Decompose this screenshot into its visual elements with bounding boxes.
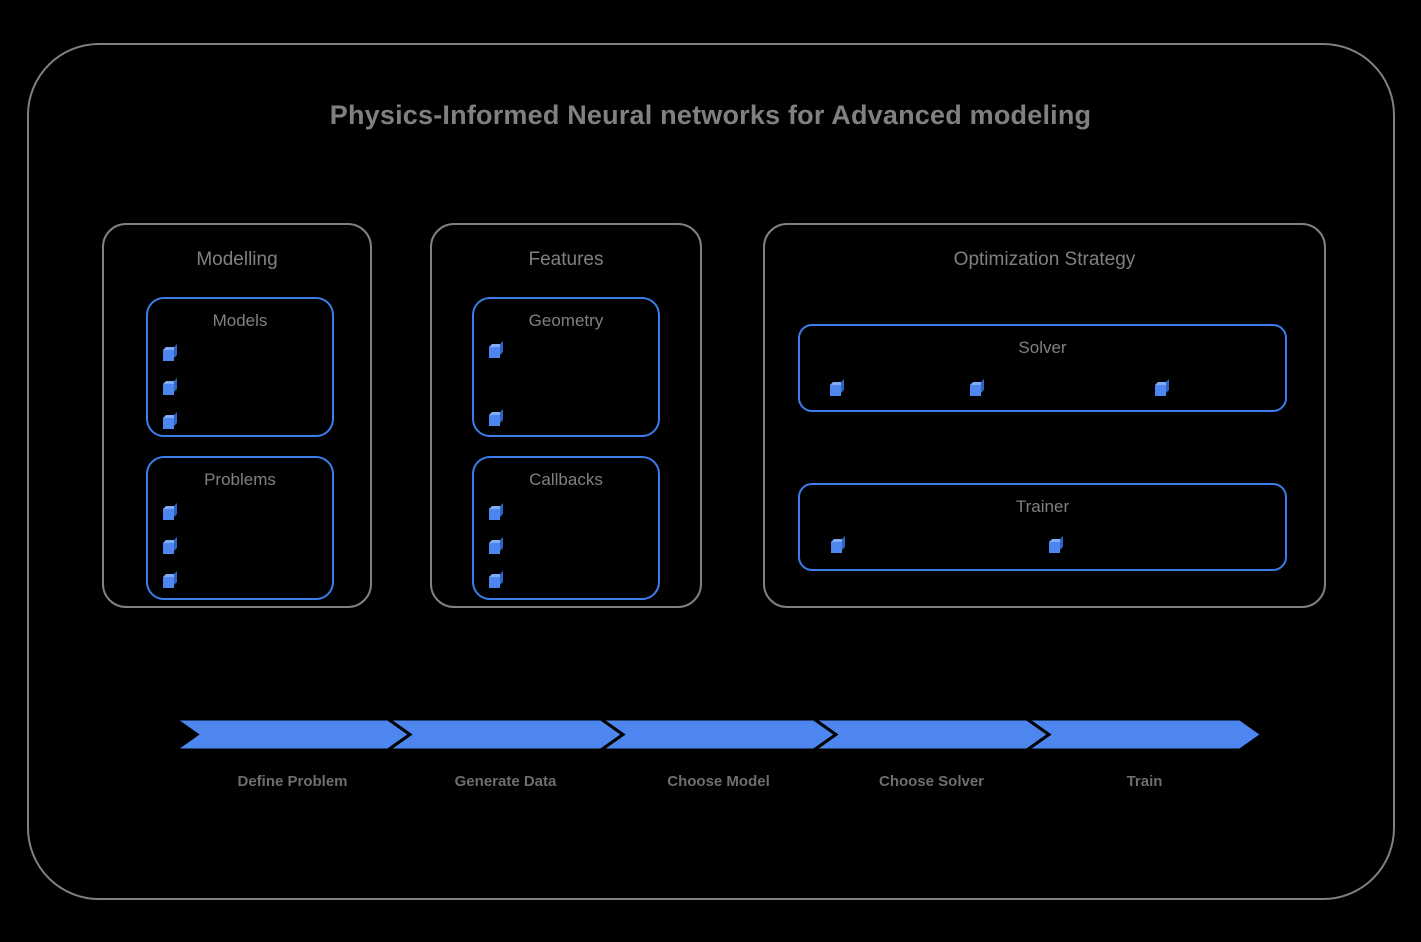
pipeline-step-label: Choose Model [667, 773, 770, 790]
callbacks-cube-icon [489, 571, 503, 588]
pipeline-step-arrow[interactable] [809, 717, 1052, 752]
cube-front-face [1155, 385, 1166, 396]
solver-cube-icon [830, 379, 844, 396]
models-cube-icon [163, 344, 177, 361]
pipeline-step-label: Train [1126, 773, 1163, 790]
cube-front-face [163, 509, 174, 520]
cube-front-face [830, 385, 841, 396]
page-title: Physics-Informed Neural networks for Adv… [329, 100, 1092, 130]
geometry-cube-icon [489, 409, 503, 426]
box-trainer-title: Trainer [1015, 497, 1070, 516]
pipeline-step-arrow[interactable] [1022, 717, 1265, 752]
problems-cube-icon [163, 571, 177, 588]
solver-cube-icon [970, 379, 984, 396]
cube-front-face [163, 543, 174, 554]
callbacks-cube-icon [489, 537, 503, 554]
cube-front-face [163, 418, 174, 429]
cube-front-face [831, 542, 842, 553]
pipeline-step-arrow[interactable] [383, 717, 626, 752]
box-models-title: Models [212, 311, 268, 330]
pipeline-step-arrow[interactable] [170, 717, 413, 752]
group-modelling: Modelling [102, 223, 372, 608]
problems-cube-icon [163, 503, 177, 520]
models-cube-icon [163, 378, 177, 395]
pipeline-step-label: Define Problem [237, 773, 348, 790]
box-solver-title: Solver [1018, 338, 1067, 357]
box-geometry: Geometry [472, 297, 660, 437]
cube-front-face [489, 543, 500, 554]
group-optimization-strategy: Optimization Strategy [763, 223, 1326, 608]
group-optimization-strategy-title: Optimization Strategy [953, 249, 1136, 270]
outer-frame [27, 43, 1395, 900]
pipeline-step-arrow[interactable] [596, 717, 839, 752]
geometry-cube-icon [489, 341, 503, 358]
cube-front-face [489, 577, 500, 588]
group-features: Features [430, 223, 702, 608]
pipeline-step-label: Generate Data [454, 773, 557, 790]
callbacks-cube-icon [489, 503, 503, 520]
box-models: Models [146, 297, 334, 437]
cube-front-face [163, 350, 174, 361]
box-callbacks: Callbacks [472, 456, 660, 600]
problems-cube-icon [163, 537, 177, 554]
cube-front-face [489, 509, 500, 520]
cube-front-face [1049, 542, 1060, 553]
cube-front-face [163, 577, 174, 588]
models-cube-icon [163, 412, 177, 429]
box-solver: Solver [798, 324, 1287, 412]
group-features-title: Features [528, 249, 604, 270]
cube-front-face [970, 385, 981, 396]
trainer-cube-icon [831, 536, 845, 553]
box-callbacks-title: Callbacks [529, 470, 603, 489]
solver-cube-icon [1155, 379, 1169, 396]
cube-front-face [489, 347, 500, 358]
cube-front-face [163, 384, 174, 395]
cube-front-face [489, 415, 500, 426]
box-geometry-title: Geometry [528, 311, 604, 330]
trainer-cube-icon [1049, 536, 1063, 553]
box-problems: Problems [146, 456, 334, 600]
box-trainer: Trainer [798, 483, 1287, 571]
pipeline-step-label: Choose Solver [878, 773, 985, 790]
box-problems-title: Problems [204, 470, 276, 489]
group-modelling-title: Modelling [196, 249, 278, 270]
